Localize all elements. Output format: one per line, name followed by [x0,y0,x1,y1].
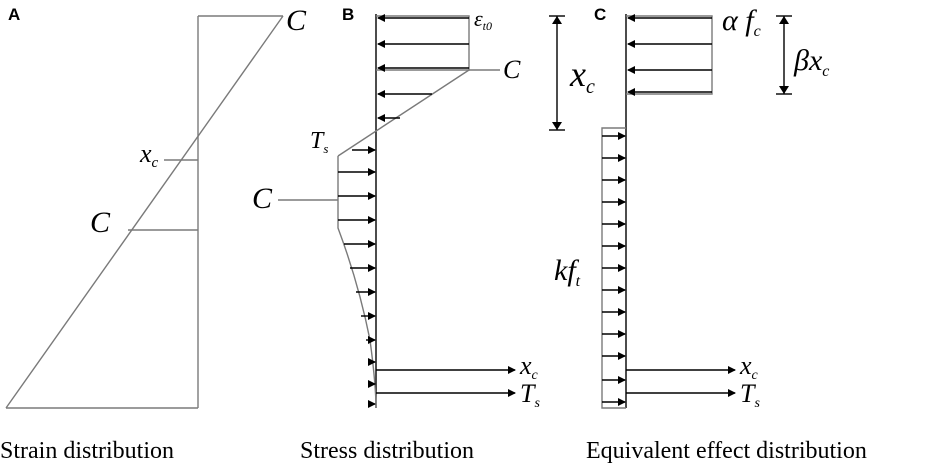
panel-c-label-alpha-fc: α fc [722,4,761,40]
panel-c-xc-arrowhead-top [552,16,562,24]
panel-c: C [549,4,867,464]
panel-a: A C xc C Strain distribution [0,4,307,464]
panel-c-label-beta-xc: βxc [793,44,829,80]
panel-a-label-low-c: C [90,206,111,239]
panel-b-label-c-left: C [252,182,273,215]
panel-a-letter: A [8,5,20,24]
panel-b-compression-outline [376,15,470,71]
panel-a-label-xc: xc [139,139,159,171]
panel-c-beta-arrowhead-top [779,16,789,24]
panel-b-letter: B [342,5,354,24]
panel-c-caption: Equivalent effect distribution [586,438,867,464]
panel-c-xc-arrowhead-bottom [552,122,562,130]
panel-b-label-ts-bottom: Ts [520,379,540,411]
panel-b-caption: Stress distribution [300,438,474,464]
panel-b-compression-arrows [377,14,469,122]
panel-c-label-xc-bottom: xc [739,351,759,383]
panel-c-compression-arrows [627,14,712,96]
panel-c-tension-arrows [602,132,626,406]
panel-c-label-xc: xc [569,54,595,98]
panel-b-label-ts: Ts [310,128,328,156]
panel-a-caption: Strain distribution [0,438,174,464]
panel-b-tension-profile [337,156,377,409]
panel-b: B [252,5,540,464]
panel-b-tension-arrows [338,146,376,408]
panel-c-beta-arrowhead-bottom [779,86,789,94]
panel-b-label-xc-bottom: xc [519,351,539,383]
panel-c-label-kft: kft [554,254,581,290]
panel-c-compression-block [626,15,713,95]
panel-b-strain-diagonal [337,69,470,157]
panel-b-label-c-right: C [503,55,521,84]
panel-b-label-eps: εt0 [474,6,492,33]
panel-c-letter: C [594,5,606,24]
panel-a-strain-line [5,15,284,409]
panel-a-label-top-c: C [286,4,307,37]
panel-c-label-ts-bottom: Ts [740,379,760,411]
